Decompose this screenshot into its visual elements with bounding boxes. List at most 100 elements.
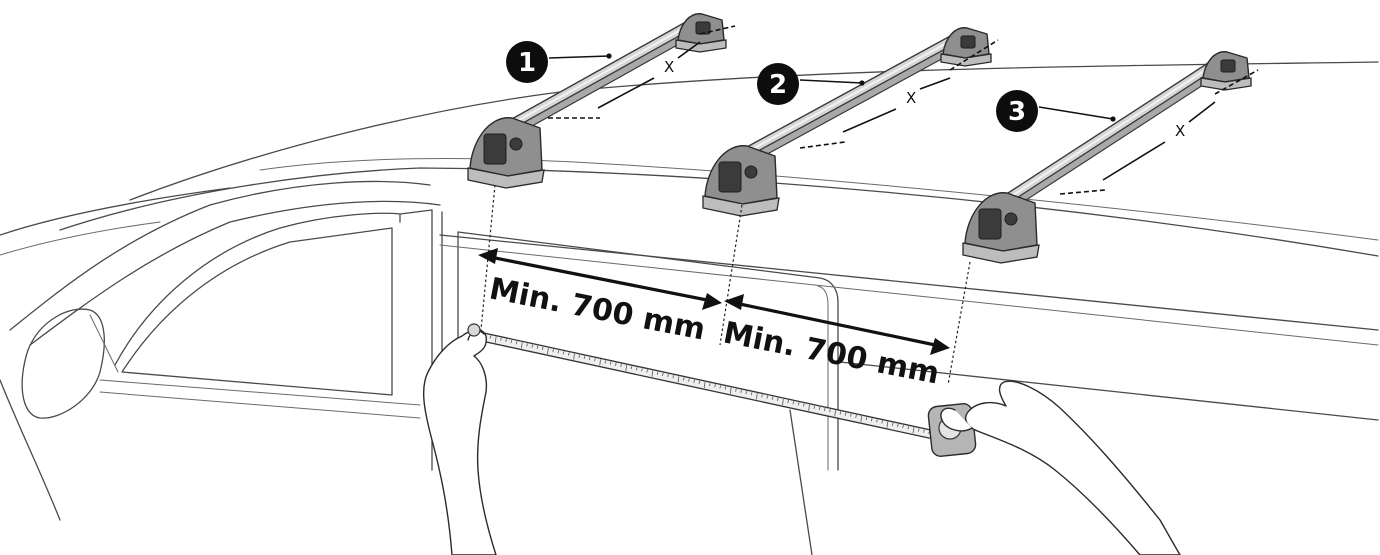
- callout-badge: [506, 41, 548, 83]
- measurement-label-2: Min. 700 mm: [720, 315, 942, 391]
- side-mirror: [21, 308, 105, 419]
- tape-tick: [615, 362, 617, 366]
- crossbar-3: X: [962, 51, 1259, 264]
- tape-tick: [724, 386, 727, 390]
- tape-tick: [803, 403, 805, 407]
- a-pillar: [9, 180, 431, 331]
- tape-tick: [677, 376, 680, 383]
- tape-tick: [735, 388, 737, 392]
- foot-far-clamp: [1220, 59, 1236, 73]
- tape-tick: [693, 379, 695, 383]
- dimension-line-upper: [677, 41, 701, 59]
- x-dimension-1: X: [548, 25, 736, 119]
- side-body-line-2: [439, 244, 1379, 346]
- tape-tick: [573, 353, 575, 360]
- tape-ticks: [468, 330, 941, 440]
- foot-clamp: [978, 208, 1002, 240]
- tape-tick: [604, 360, 607, 364]
- tape-tick: [672, 375, 675, 379]
- arrow-shaft-2: [734, 301, 941, 348]
- arrowhead-left-2: [724, 294, 744, 310]
- foot-near: [962, 192, 1040, 264]
- crossbar-t-slot: [1006, 54, 1228, 200]
- callout-number: 1: [518, 48, 536, 78]
- foot-pad: [702, 195, 780, 217]
- measurement-guides: [479, 184, 971, 386]
- dimension-line-lower: [597, 77, 655, 109]
- callout-leader-dot: [606, 53, 612, 59]
- x-dimension-label: X: [1175, 122, 1185, 140]
- tape-tick: [860, 415, 863, 423]
- arrowhead-left-1: [478, 248, 498, 264]
- foot-clamp: [483, 133, 507, 165]
- tape-tick: [667, 373, 669, 378]
- tape-tick: [625, 364, 628, 372]
- tape-tick: [870, 418, 873, 422]
- door-beltline-lower: [99, 391, 421, 419]
- tape-tick: [808, 404, 810, 411]
- tape-tick: [599, 359, 601, 366]
- foot-key-lock: [1004, 212, 1018, 226]
- callout-1: 1: [506, 41, 612, 83]
- dimension-far-leader: [1214, 69, 1259, 95]
- b-pillar-front: [399, 209, 433, 471]
- tape-tick: [745, 390, 748, 395]
- measurement-label-1: Min. 700 mm: [486, 271, 708, 347]
- foot-far-clamp: [960, 35, 976, 49]
- tape-tick: [557, 350, 560, 354]
- front-fender-line: [0, 379, 61, 521]
- foot-near: [702, 145, 780, 217]
- tape-tick: [923, 429, 925, 433]
- tape-tick: [594, 358, 596, 362]
- callout-leader: [1038, 106, 1114, 120]
- lower-body-line: [839, 361, 1379, 421]
- door-beltline: [99, 379, 421, 406]
- tape-tick: [891, 422, 894, 426]
- crossbar-2: X: [702, 27, 999, 217]
- car-outline: [0, 61, 1379, 555]
- foot-far: [1200, 51, 1252, 91]
- guide-line-bar-1: [479, 184, 496, 341]
- tape-tick: [500, 337, 502, 341]
- tape-tick: [630, 366, 633, 370]
- tape-tick: [897, 423, 899, 428]
- tape-tick: [792, 401, 795, 405]
- callout-leader: [548, 55, 610, 59]
- tape-tick: [881, 420, 883, 424]
- guide-line-bar-3: [947, 261, 971, 386]
- callout-badge: [757, 63, 799, 105]
- tape-tick: [662, 372, 664, 377]
- callout-leader: [799, 79, 863, 84]
- tape-tick: [709, 383, 711, 387]
- arrow-1-to-2: [478, 248, 722, 310]
- tape-tick: [583, 355, 586, 360]
- tape-tick: [526, 343, 528, 347]
- callout-2: 2: [757, 63, 865, 105]
- tape-tick: [787, 400, 789, 404]
- rear-door-shutline: [789, 409, 813, 555]
- foot-clamp: [718, 161, 742, 193]
- tape-tick: [823, 407, 826, 412]
- tape-tick: [578, 354, 581, 358]
- dimension-line-lower: [842, 108, 897, 133]
- tape-tick: [641, 368, 643, 372]
- tape-tick: [907, 426, 910, 430]
- tape-tick: [818, 406, 821, 411]
- foot-pad: [962, 242, 1040, 264]
- tape-tick: [651, 370, 654, 377]
- callout-number: 2: [769, 70, 787, 100]
- tape-tick: [771, 396, 774, 400]
- crossbar-t-slot: [746, 31, 968, 153]
- tape-tick: [714, 384, 716, 388]
- tape-tick: [521, 342, 523, 349]
- tape-tick: [834, 410, 836, 417]
- tape-tick: [912, 427, 915, 434]
- foot-near: [467, 117, 545, 189]
- tape-tick: [876, 419, 878, 423]
- tape-tick: [756, 393, 758, 400]
- right-thumb: [940, 407, 973, 432]
- hood-line-lower: [0, 221, 161, 256]
- tape-tick: [609, 361, 612, 365]
- arrow-2-to-3: [724, 294, 950, 355]
